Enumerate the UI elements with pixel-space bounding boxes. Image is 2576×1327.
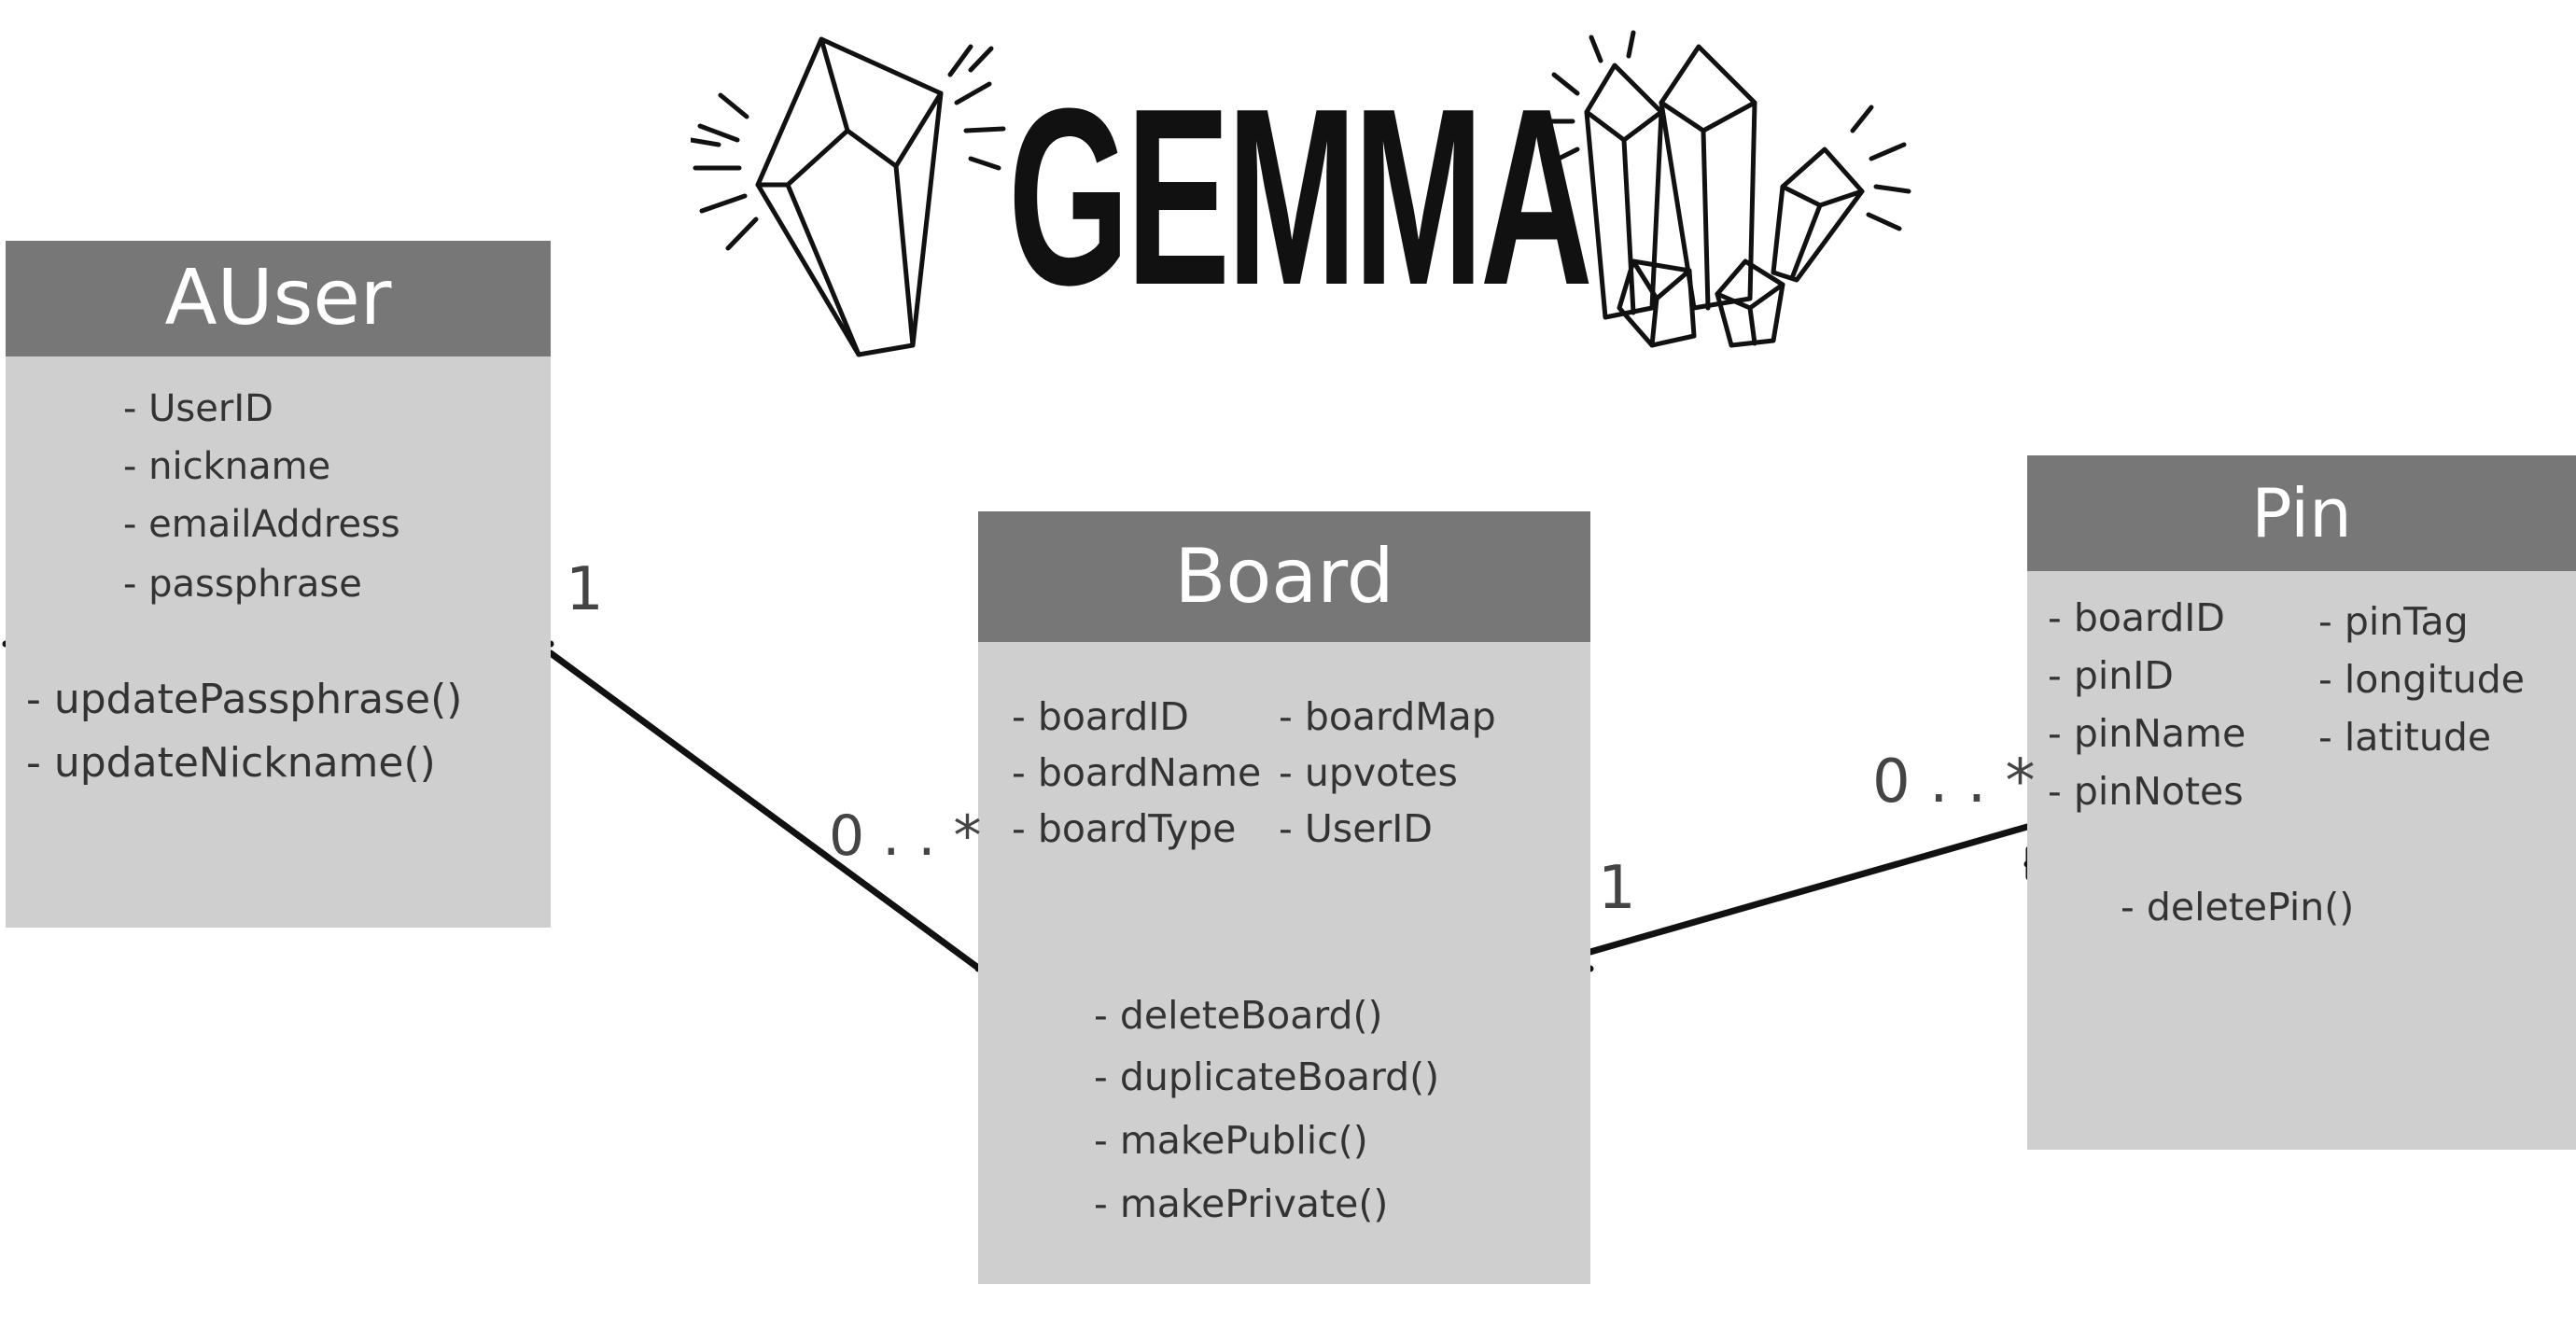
attribute: - boardType — [1012, 806, 1237, 851]
multiplicity-label: 1 — [1598, 854, 1636, 923]
attribute: - UserID — [1279, 806, 1433, 851]
attribute: - UserID — [123, 387, 273, 430]
class-name: Pin — [2027, 455, 2576, 571]
multiplicity-label: 0 . . * — [829, 803, 982, 869]
attribute: - longitude — [2318, 657, 2526, 702]
method: - makePrivate() — [1094, 1181, 1389, 1226]
attribute: - upvotes — [1279, 750, 1458, 795]
method: - makePublic() — [1094, 1118, 1368, 1163]
method: - duplicateBoard() — [1094, 1055, 1440, 1099]
method: - deletePin() — [2121, 885, 2355, 929]
attribute: - emailAddress — [123, 503, 400, 546]
association-auser-board — [547, 650, 986, 974]
auser-class: AUser - UserID - nickname - emailAddress… — [6, 241, 551, 928]
multiplicity-label: 0 . . * — [1872, 747, 2036, 817]
association-board-pin — [1587, 823, 2031, 956]
crystals-logo-illustration — [691, 30, 1911, 357]
attribute: - latitude — [2318, 715, 2492, 760]
multiplicity-label: 1 — [566, 555, 604, 624]
attribute: - nickname — [123, 445, 331, 488]
method: - updateNickname() — [26, 739, 436, 787]
attribute: - boardID — [1012, 694, 1189, 739]
board-class: Board - boardID - boardName - boardType … — [978, 511, 1590, 1284]
method: - updatePassphrase() — [26, 676, 463, 723]
attribute: - pinID — [2048, 653, 2174, 698]
attribute: - boardID — [2048, 595, 2225, 640]
attribute: - pinName — [2048, 711, 2247, 756]
pin-class: Pin - boardID - pinID - pinName - pinNot… — [2027, 455, 2576, 1150]
class-name: AUser — [6, 241, 551, 356]
attribute: - passphrase — [123, 563, 362, 606]
attribute: - boardName — [1012, 750, 1262, 795]
method: - deleteBoard() — [1094, 993, 1383, 1038]
attribute: - boardMap — [1279, 694, 1496, 739]
attribute: - pinTag — [2318, 599, 2469, 644]
class-name: Board — [978, 511, 1590, 642]
attribute: - pinNotes — [2048, 769, 2244, 814]
